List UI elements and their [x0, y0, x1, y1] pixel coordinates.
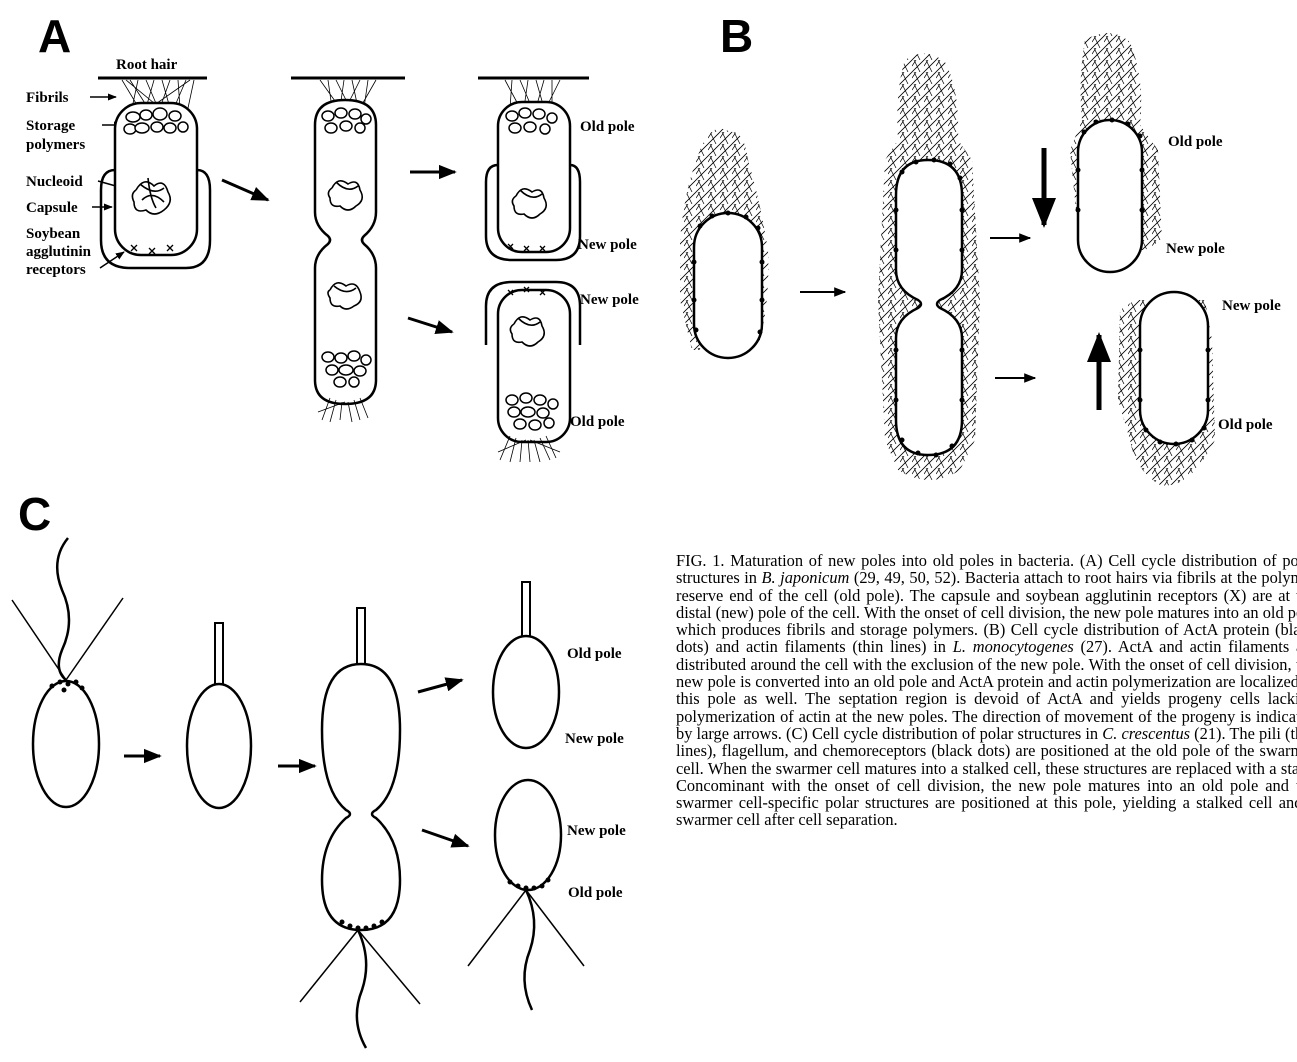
panel-c: C Old pole New pole: [12, 488, 626, 1048]
b-old-pole-bottom: Old pole: [1218, 417, 1273, 433]
b-old-pole-top: Old pole: [1168, 134, 1223, 150]
arrow-a3: [408, 318, 452, 332]
cell-c5: [495, 780, 561, 890]
arrow-a1: [222, 180, 268, 200]
flagellum-c3: [357, 930, 366, 1048]
panel-b-letter: B: [720, 10, 753, 62]
flagellum-c5: [524, 890, 534, 1010]
panel-a: A Root hair Fibrils Storage polymers Nuc…: [26, 10, 639, 462]
fibrils-label: Fibrils: [26, 90, 69, 106]
arrow-c4: [422, 830, 468, 846]
stalk-c3: [357, 608, 365, 666]
c-old-pole-bottom: Old pole: [568, 885, 623, 901]
cell-a4: [498, 290, 570, 442]
nucleoid-label: Nucleoid: [26, 174, 83, 190]
b-new-pole-top: New pole: [1166, 241, 1225, 257]
root-hair-label: Root hair: [116, 57, 178, 73]
a-old-pole-bottom: Old pole: [570, 414, 625, 430]
cell-b4: [1140, 292, 1208, 444]
storage-label-1: Storage: [26, 118, 75, 134]
pilus-c3-left: [300, 930, 358, 1002]
cell-b3: [1078, 120, 1142, 272]
cell-c3: [322, 664, 400, 930]
a-old-pole-top: Old pole: [580, 119, 635, 135]
caption-species-1: B. japonicum: [762, 568, 850, 587]
arrow-c3: [418, 680, 462, 692]
caption-species-3: C. crescentus: [1102, 724, 1190, 743]
c-old-pole-top: Old pole: [567, 646, 622, 662]
panel-c-letter: C: [18, 488, 51, 540]
cell-c2: [187, 684, 251, 808]
a-new-pole-bottom: New pole: [580, 292, 639, 308]
cell-b1: [694, 213, 762, 358]
pilus-c1-right: [66, 598, 123, 680]
b-new-pole-bottom: New pole: [1222, 298, 1281, 314]
soybean-label-1: Soybean: [26, 226, 81, 242]
c-new-pole-bottom: New pole: [567, 823, 626, 839]
a-new-pole-top: New pole: [578, 237, 637, 253]
stalk-c4: [522, 582, 530, 638]
pilus-c5-left: [468, 890, 526, 966]
storage-label-2: polymers: [26, 137, 85, 153]
cell-c1: [33, 681, 99, 807]
soybean-label-3: receptors: [26, 262, 86, 278]
pilus-c1-left: [12, 600, 66, 680]
panel-b: B: [680, 10, 1281, 485]
capsule-label: Capsule: [26, 200, 78, 216]
flagellum-c1: [57, 538, 69, 680]
stalk-c2: [215, 623, 223, 685]
figure-caption: FIG. 1. Maturation of new poles into old…: [676, 552, 1297, 1062]
panel-a-letter: A: [38, 10, 71, 62]
soybean-label-2: agglutinin: [26, 244, 92, 260]
cell-c4: [493, 636, 559, 748]
c-new-pole-top: New pole: [565, 731, 624, 747]
caption-species-2: L. monocytogenes: [953, 637, 1074, 656]
